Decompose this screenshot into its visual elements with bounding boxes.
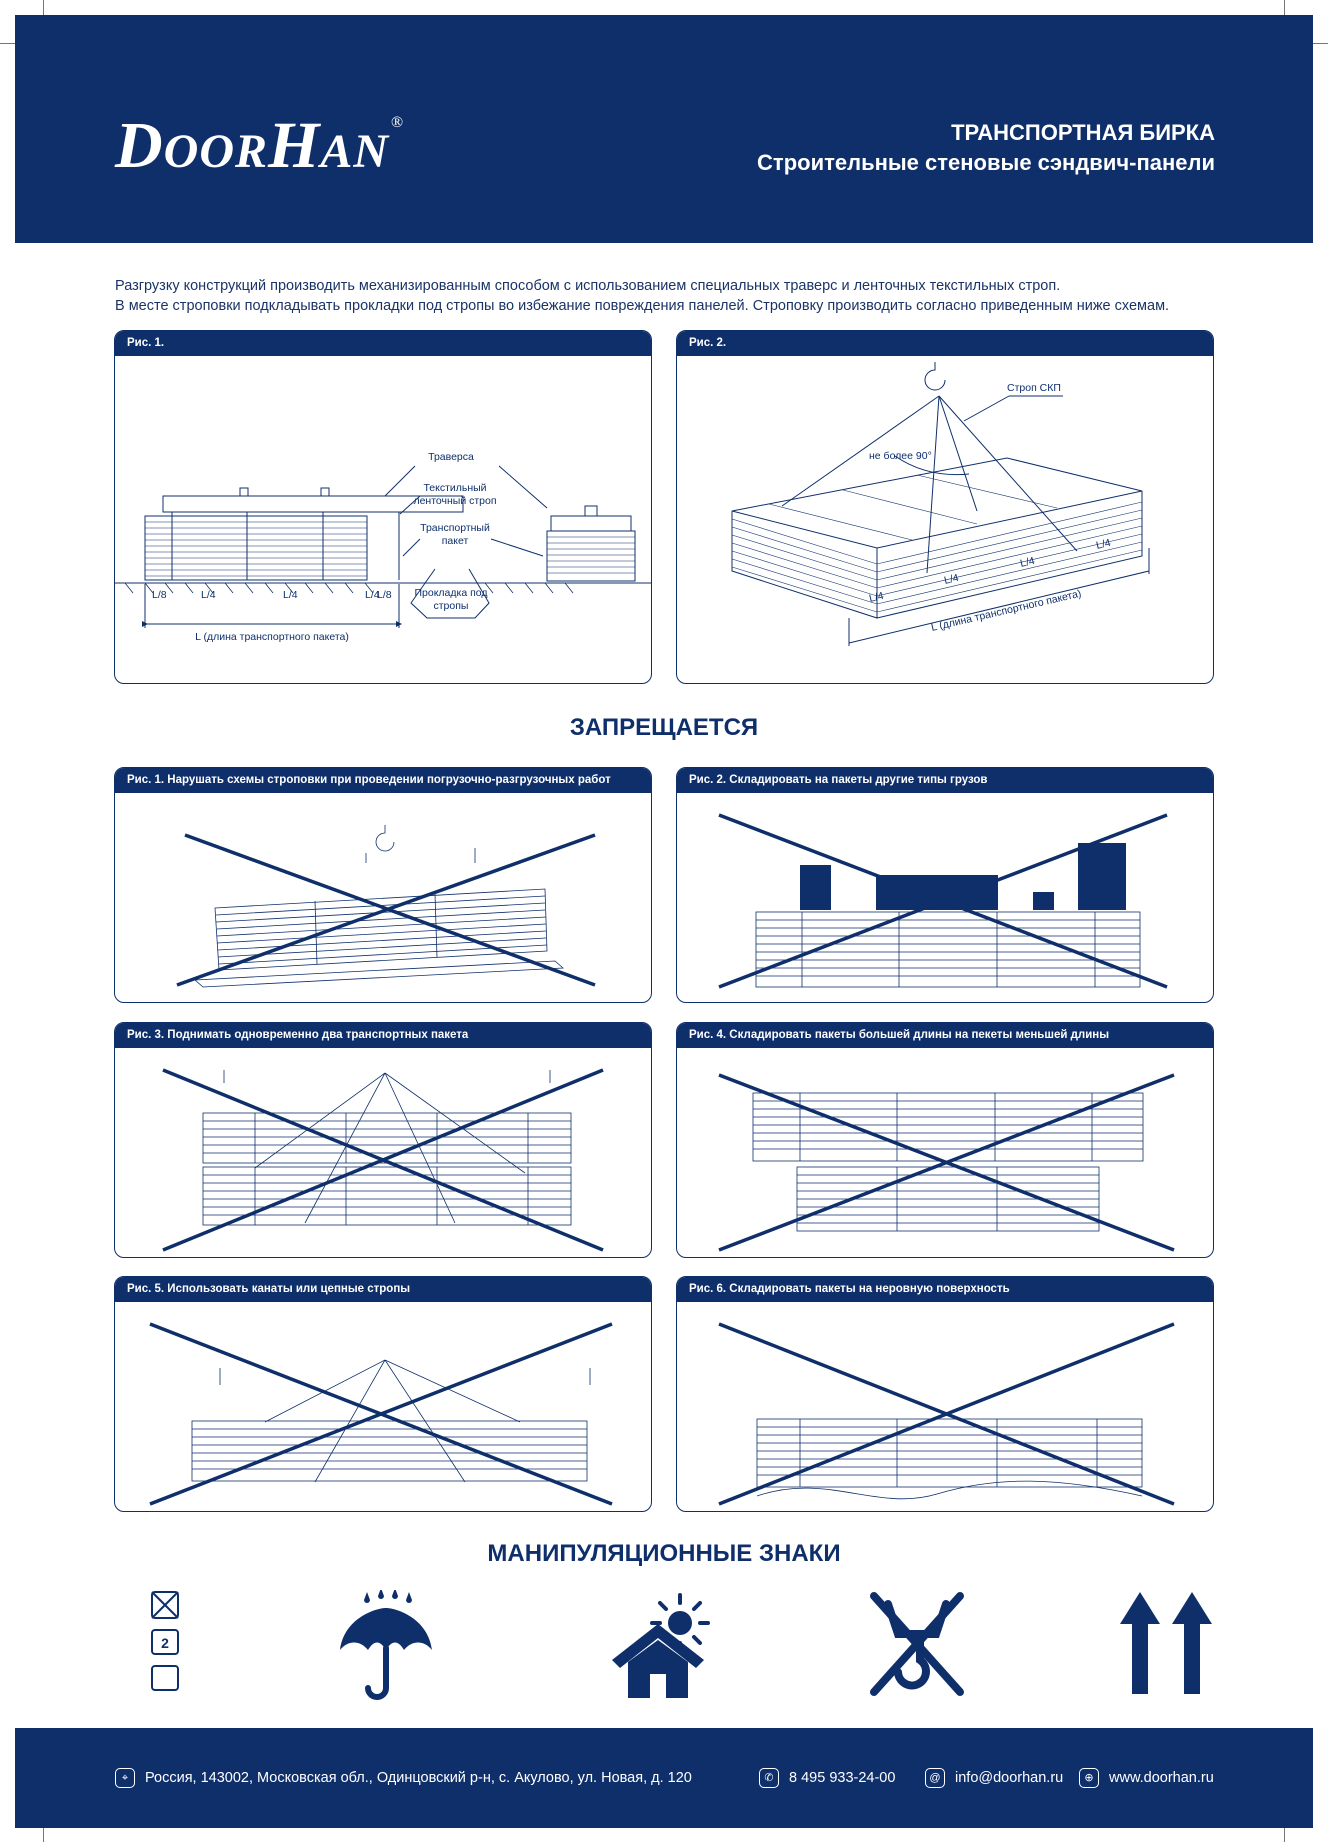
label-pad-line2: стропы (434, 600, 469, 612)
page-subtitle: Строительные стеновые сэндвич-панели (757, 150, 1215, 175)
forbidden-diagram-1 (176, 825, 596, 988)
intro-text: Разгрузку конструкций производить механи… (115, 276, 1235, 316)
label-strap-line1: Текстильный (423, 482, 486, 494)
email-text[interactable]: info@doorhan.ru (955, 1770, 1064, 1786)
figure-1-title: Рис. 1. (115, 331, 651, 356)
forbidden-title-5: Рис. 5. Использовать канаты или цепные с… (115, 1277, 651, 1302)
forbidden-panel-2: Рис. 2. Складировать на пакеты другие ти… (676, 767, 1214, 1003)
footer-address: ⌖ Россия, 143002, Московская обл., Одинц… (115, 1768, 692, 1788)
forbidden-panel-6: Рис. 6. Складировать пакеты на неровную … (676, 1276, 1214, 1512)
figure-2-title: Рис. 2. (677, 331, 1213, 356)
phone-text[interactable]: 8 495 933-24-00 (789, 1770, 896, 1786)
label-length: L (длина транспортного пакета) (195, 631, 349, 643)
forbidden-diagram-2 (718, 813, 1168, 989)
label-l4: L/4 (365, 589, 380, 601)
crop-mark (43, 0, 44, 22)
figure-2-diagram: Строп СКП не более 90° L/4 L/4 L/4 L/4 L… (731, 362, 1150, 646)
label-pad-line1: Прокладка под (414, 587, 487, 599)
forbidden-diagram-6 (718, 1322, 1175, 1506)
label-angle: не более 90° (869, 450, 932, 462)
label-l4: L/4 (1095, 537, 1112, 552)
crop-mark (43, 1820, 44, 1842)
signs-title: МАНИПУЛЯЦИОННЫЕ ЗНАКИ (487, 1540, 841, 1567)
keep-dry-umbrella-icon (340, 1590, 432, 1700)
this-way-up-arrows-icon (1120, 1592, 1212, 1694)
crop-mark (0, 43, 22, 44)
footer-phone[interactable]: ✆ 8 495 933-24-00 (759, 1768, 895, 1788)
stack-limit-icon: 2 (151, 1591, 179, 1691)
no-hook-icon (870, 1592, 964, 1696)
label-strap-skp: Строп СКП (1007, 382, 1061, 394)
label-l4: L/4 (283, 589, 298, 601)
forbidden-title-2: Рис. 2. Складировать на пакеты другие ти… (677, 768, 1213, 793)
label-l4: L/4 (1019, 555, 1036, 570)
label-length: L (длина транспортного пакета) (930, 588, 1083, 634)
forbidden-title-1: Рис. 1. Нарушать схемы строповки при про… (115, 768, 651, 793)
forbidden-diagram-3 (162, 1068, 604, 1252)
figure-1-panel: Рис. 1. (114, 330, 652, 684)
crop-mark (1284, 1820, 1285, 1842)
label-strap-line2: ленточный строп (413, 495, 496, 507)
intro-line-1: Разгрузку конструкций производить механи… (115, 278, 1061, 294)
forbidden-title: ЗАПРЕЩАЕТСЯ (569, 714, 759, 741)
globe-icon: ⊕ (1079, 1768, 1099, 1788)
forbidden-panel-5: Рис. 5. Использовать канаты или цепные с… (114, 1276, 652, 1512)
handling-signs: 2 (0, 1590, 1328, 1700)
footer-banner: ⌖ Россия, 143002, Московская обл., Одинц… (15, 1728, 1313, 1828)
registered-mark: ® (391, 114, 405, 131)
crop-mark (1306, 43, 1328, 44)
forbidden-diagram-5 (149, 1322, 613, 1506)
website-text[interactable]: www.doorhan.ru (1109, 1770, 1214, 1786)
label-l4: L/4 (201, 589, 216, 601)
label-l4: L/4 (868, 590, 885, 605)
figure-1-diagram: Траверса Текстильный ленточный строп Тра… (115, 451, 651, 643)
forbidden-panel-3: Рис. 3. Поднимать одновременно два транс… (114, 1022, 652, 1258)
keep-under-roof-sun-icon (612, 1593, 710, 1698)
forbidden-title-4: Рис. 4. Складировать пакеты большей длин… (677, 1023, 1213, 1048)
doorhan-logo: DOORHAN® (115, 109, 405, 182)
label-l4: L/4 (943, 572, 960, 587)
label-traverse: Траверса (428, 451, 474, 463)
forbidden-panel-4: Рис. 4. Складировать пакеты большей длин… (676, 1022, 1214, 1258)
intro-line-2: В месте строповки подкладывать прокладки… (115, 298, 1170, 314)
email-icon: @ (925, 1768, 945, 1788)
label-l8-right: L/8 (377, 589, 392, 601)
figure-2-panel: Рис. 2. (676, 330, 1214, 684)
stack-number: 2 (161, 1635, 169, 1651)
phone-icon: ✆ (759, 1768, 779, 1788)
footer-website[interactable]: ⊕ www.doorhan.ru (1079, 1768, 1214, 1788)
header-title-block: ТРАНСПОРТНАЯ БИРКА Строительные стеновые… (757, 118, 1215, 178)
forbidden-title-6: Рис. 6. Складировать пакеты на неровную … (677, 1277, 1213, 1302)
forbidden-diagram-4 (718, 1073, 1175, 1252)
label-pack-line1: Транспортный (420, 522, 490, 534)
header-banner: DOORHAN® ТРАНСПОРТНАЯ БИРКА Строительные… (15, 15, 1313, 243)
footer-email[interactable]: @ info@doorhan.ru (925, 1768, 1063, 1788)
address-text: Россия, 143002, Московская обл., Одинцов… (145, 1770, 692, 1786)
location-pin-icon: ⌖ (115, 1768, 135, 1788)
forbidden-title-3: Рис. 3. Поднимать одновременно два транс… (115, 1023, 651, 1048)
crop-mark (1284, 0, 1285, 22)
page-title: ТРАНСПОРТНАЯ БИРКА (951, 120, 1215, 145)
label-pack-line2: пакет (442, 535, 469, 547)
forbidden-panel-1: Рис. 1. Нарушать схемы строповки при про… (114, 767, 652, 1003)
label-l8-left: L/8 (152, 589, 167, 601)
